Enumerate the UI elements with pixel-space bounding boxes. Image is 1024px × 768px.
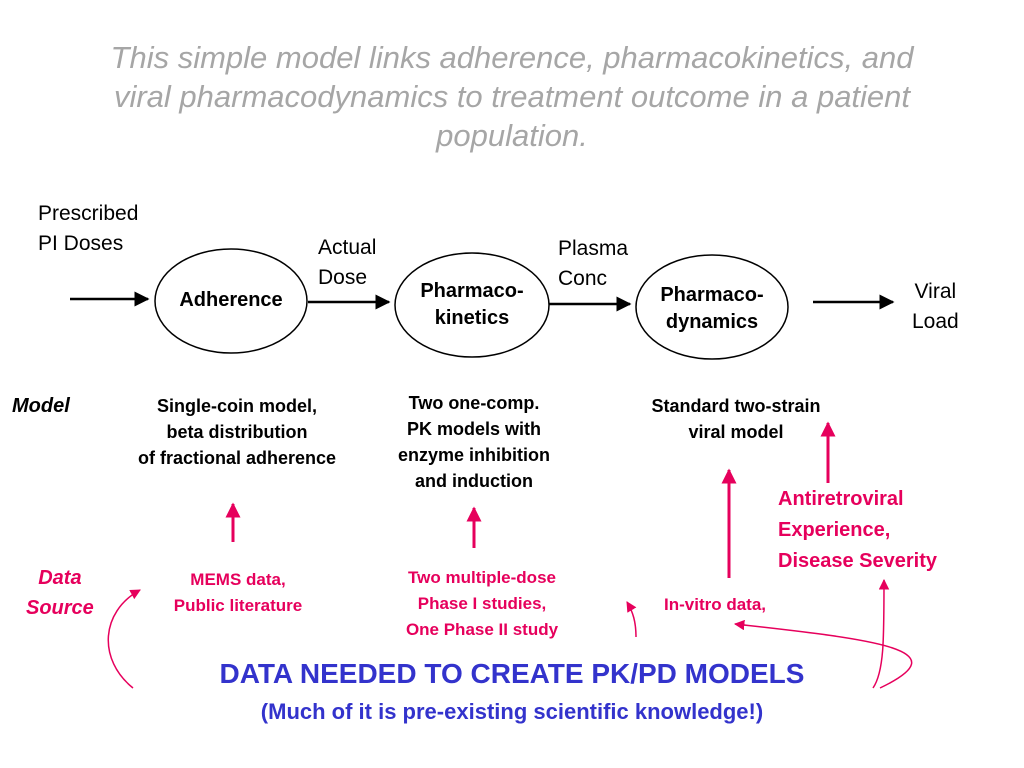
pk-model-line-4: and induction [415, 471, 533, 491]
actual-dose-label-line-2: Dose [318, 266, 368, 289]
pharmacodynamics-node [635, 254, 789, 360]
adherence-source-line-2: Public literature [173, 596, 303, 615]
pharmacokinetics-node-label: Pharmaco- kinetics [395, 278, 549, 332]
pk-model-text: Two one-comp. PK models with enzyme inhi… [368, 390, 580, 494]
output-label: Viral Load [912, 277, 959, 337]
input-label-line-2: PI Doses [38, 232, 124, 255]
footer-to-invitro-arrow [733, 619, 913, 689]
footer-heading: DATA NEEDED TO CREATE PK/PD MODELS [219, 658, 805, 689]
pd-model-text: Standard two-strain viral model [614, 393, 858, 445]
actual-dose-label-line-1: Actual [318, 236, 377, 259]
pharmacodynamics-node-label: Pharmaco- dynamics [636, 282, 788, 336]
clinical-source-line-1: Antiretroviral [778, 488, 904, 510]
actual-dose-label: Actual Dose [318, 233, 376, 293]
footer-to-datasource-arrow [107, 589, 141, 689]
footer-to-pk-source-arrow [626, 601, 637, 638]
pd-model-line-1: Standard two-strain [651, 396, 821, 416]
pd-model-line-2: viral model [688, 422, 784, 442]
invitro-source-text: In-vitro data, [664, 595, 767, 614]
pk-model-line-3: enzyme inhibition [397, 445, 550, 465]
footer-to-clinical-arrow [872, 578, 890, 689]
plasma-conc-label-line-2: Conc [558, 267, 608, 290]
adherence-model-text: Single-coin model, beta distribution of … [107, 393, 367, 471]
data-source-row-label: Data Source [26, 563, 94, 623]
footer-subheading: (Much of it is pre-existing scientific k… [260, 699, 764, 724]
adherence-node-label: Adherence [179, 289, 283, 311]
adherence-source-line-1: MEMS data, [190, 570, 286, 589]
pk-source-text: Two multiple-dose Phase I studies, One P… [372, 565, 592, 643]
adherence-node [154, 248, 308, 354]
pk-model-line-2: PK models with [406, 419, 541, 439]
slide-title: This simple model links adherence, pharm… [110, 40, 914, 153]
clinical-source-line-3: Disease Severity [778, 550, 938, 572]
pharmacodynamics-label-line-2: dynamics [665, 311, 759, 333]
pharmacokinetics-label-line-1: Pharmaco- [420, 280, 524, 302]
output-label-line-2: Load [912, 310, 959, 333]
pk-model-line-1: Two one-comp. [408, 393, 540, 413]
pk-source-line-3: One Phase II study [405, 620, 559, 639]
plasma-conc-label-line-1: Plasma [558, 237, 629, 260]
clinical-source-line-2: Experience, [778, 519, 891, 541]
pk-source-line-1: Two multiple-dose [408, 568, 556, 587]
adherence-model-line-3: of fractional adherence [137, 448, 337, 468]
pk-source-line-2: Phase I studies, [417, 594, 547, 613]
model-row-label: Model [12, 395, 70, 417]
input-label-line-1: Prescribed [38, 202, 139, 225]
adherence-source-text: MEMS data, Public literature [138, 567, 338, 619]
adherence-model-line-1: Single-coin model, [156, 396, 317, 416]
clinical-source-text: Antiretroviral Experience, Disease Sever… [778, 484, 937, 577]
adherence-model-line-2: beta distribution [166, 422, 308, 442]
data-source-label-line-1: Data [38, 567, 82, 589]
output-label-line-1: Viral [914, 280, 957, 303]
pharmacokinetics-label-line-2: kinetics [434, 307, 510, 329]
data-source-label-line-2: Source [26, 597, 94, 619]
pharmacodynamics-label-line-1: Pharmaco- [660, 284, 764, 306]
plasma-conc-label: Plasma Conc [558, 234, 628, 294]
input-label: Prescribed PI Doses [38, 199, 138, 259]
